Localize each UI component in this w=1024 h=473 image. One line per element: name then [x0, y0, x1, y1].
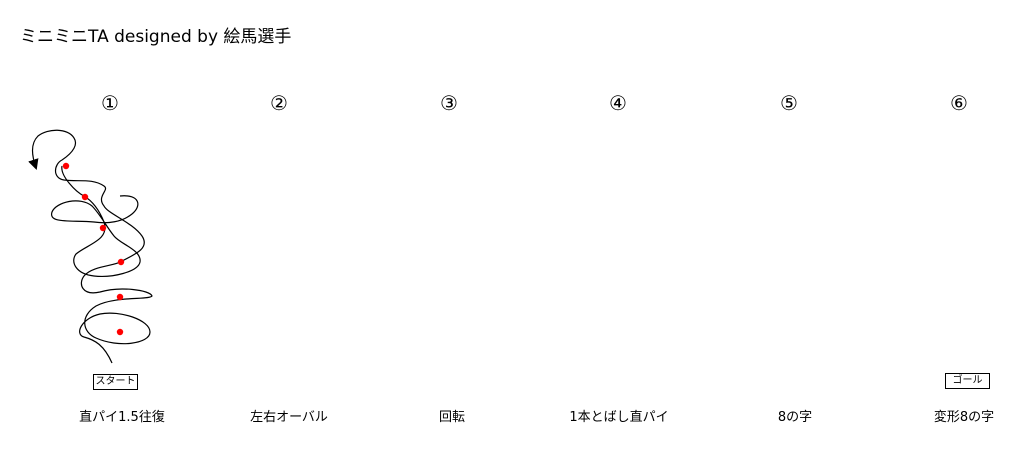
course-caption-4: 1本とばし直パイ [569, 410, 669, 425]
course-caption-5: 8の字 [777, 410, 813, 425]
course-caption-2: 左右オーバル [250, 410, 328, 425]
course-caption-6: 変形8の字 [933, 410, 995, 425]
start-label: スタート [93, 374, 138, 390]
course-number-3: ③ [440, 91, 458, 115]
course-1-path [28, 129, 153, 364]
course-number-5: ⑤ [780, 91, 798, 115]
course-caption-3: 回転 [438, 410, 465, 425]
course-number-1: ① [101, 91, 119, 115]
course-number-6: ⑥ [950, 91, 968, 115]
page-title: ミニミニTA designed by 絵馬選手 [20, 27, 292, 47]
course-caption-1: 直パイ1.5往復 [79, 410, 165, 425]
course-1-cones [62, 162, 125, 336]
course-number-4: ④ [609, 91, 627, 115]
course-number-2: ② [270, 91, 288, 115]
goal-label: ゴール [945, 373, 990, 389]
